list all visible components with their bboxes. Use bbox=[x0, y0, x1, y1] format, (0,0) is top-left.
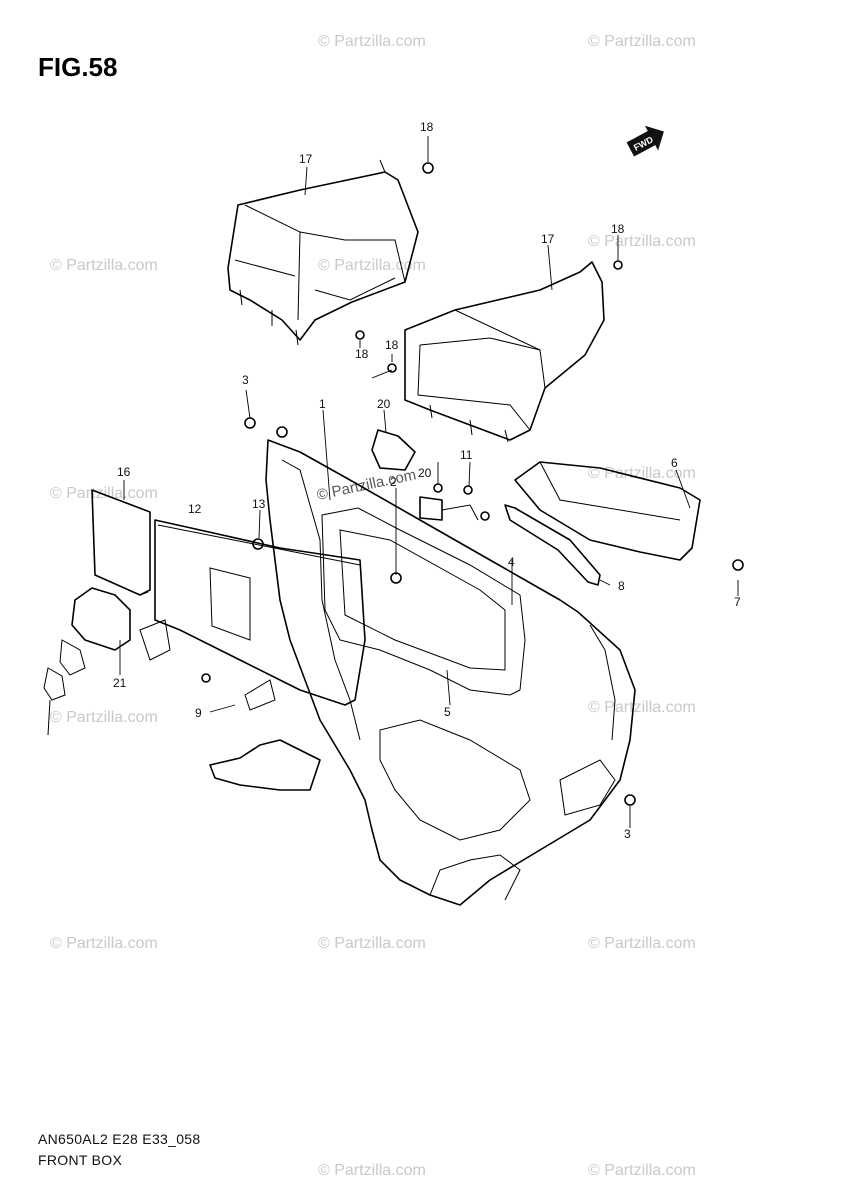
figure-title: FIG.58 bbox=[38, 52, 118, 82]
watermark: © Partzilla.com bbox=[318, 257, 426, 274]
part-1-front-box bbox=[265, 439, 636, 906]
diagram-description: FRONT BOX bbox=[38, 1152, 123, 1168]
callout-14: 16 bbox=[117, 465, 131, 479]
leader-lines bbox=[119, 136, 739, 828]
watermark: © Partzilla.com bbox=[50, 709, 158, 726]
fwd-arrow-icon: FWD bbox=[626, 125, 664, 157]
callout-12: 12 bbox=[188, 502, 202, 516]
callout-20: 20 bbox=[418, 466, 432, 480]
callout-5: 5 bbox=[444, 705, 451, 719]
callout-17: 18 bbox=[355, 347, 369, 361]
callout-16: 17 bbox=[299, 152, 313, 166]
part-14-lid bbox=[91, 489, 151, 596]
callout-19: 20 bbox=[377, 397, 391, 411]
watermark: © Partzilla.com bbox=[588, 233, 696, 250]
watermark: © Partzilla.com bbox=[588, 699, 696, 716]
part-6-side-cover bbox=[514, 461, 701, 561]
callout-17: 18 bbox=[385, 338, 399, 352]
watermark: © Partzilla.com bbox=[588, 465, 696, 482]
callout-6: 6 bbox=[671, 456, 678, 470]
callout-21: 21 bbox=[113, 676, 127, 690]
callout-8: 8 bbox=[618, 579, 625, 593]
part-21-lock-set bbox=[43, 587, 171, 736]
callout-labels: 18 17 17 18 18 18 3 1 20 11 20 2 16 12 1… bbox=[113, 120, 741, 841]
callout-13: 13 bbox=[252, 497, 266, 511]
part-12-panel bbox=[154, 519, 366, 706]
watermark: © Partzilla.com bbox=[50, 257, 158, 274]
watermark: © Partzilla.com bbox=[318, 33, 426, 50]
watermark-layer: © Partzilla.com © Partzilla.com © Partzi… bbox=[50, 33, 696, 1179]
callout-15: 17 bbox=[541, 232, 555, 246]
callout-18: 18 bbox=[611, 222, 625, 236]
part-15-duct bbox=[404, 261, 605, 443]
callout-11: 11 bbox=[460, 448, 473, 462]
watermark: © Partzilla.com bbox=[318, 1162, 426, 1179]
watermark: © Partzilla.com bbox=[50, 485, 158, 502]
part-8-strip bbox=[504, 504, 601, 586]
part-9-hinge bbox=[209, 679, 321, 791]
callout-1: 1 bbox=[319, 397, 326, 411]
part-16-duct bbox=[227, 159, 419, 346]
watermark: © Partzilla.com bbox=[588, 1162, 696, 1179]
watermark: © Partzilla.com bbox=[318, 935, 426, 952]
model-code: AN650AL2 E28 E33_058 bbox=[38, 1131, 201, 1147]
watermark: © Partzilla.com bbox=[588, 935, 696, 952]
callout-3: 3 bbox=[624, 827, 631, 841]
part-20-relay bbox=[419, 496, 479, 521]
part-19-bracket bbox=[371, 429, 416, 471]
watermark: © Partzilla.com bbox=[50, 935, 158, 952]
callout-2: 2 bbox=[390, 475, 397, 489]
watermark-center: © Partzilla.com bbox=[315, 466, 417, 504]
callout-3: 3 bbox=[242, 373, 249, 387]
watermark: © Partzilla.com bbox=[588, 33, 696, 50]
callout-7: 7 bbox=[734, 595, 741, 609]
callout-9: 9 bbox=[195, 706, 202, 720]
callout-18: 18 bbox=[420, 120, 434, 134]
callout-4: 4 bbox=[508, 555, 515, 569]
